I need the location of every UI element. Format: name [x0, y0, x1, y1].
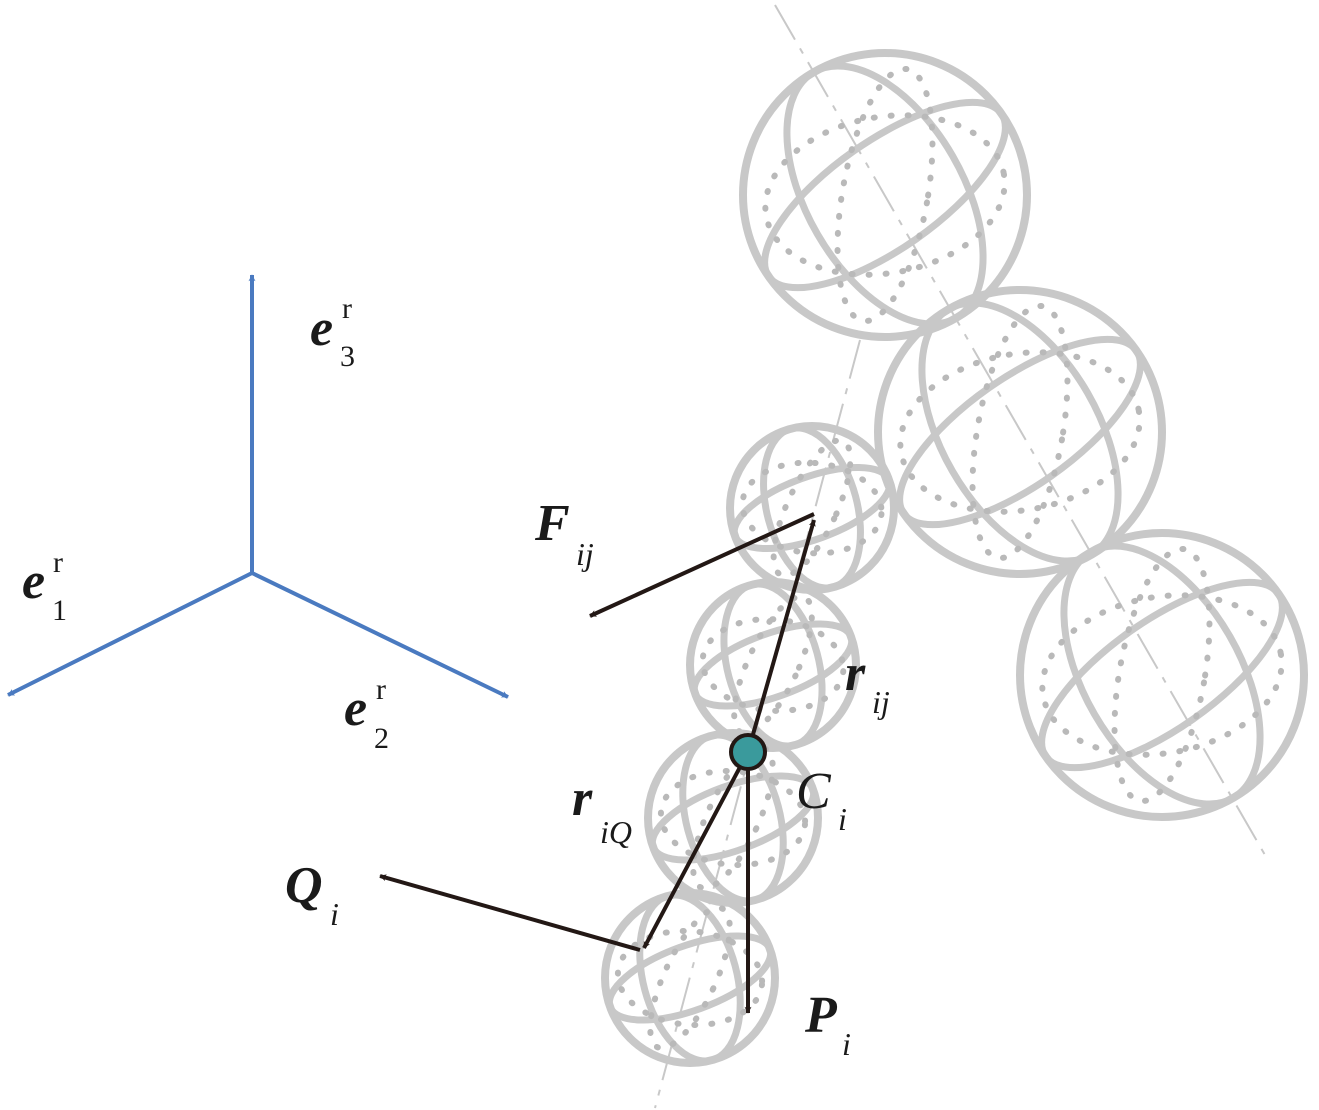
svg-text:e: e: [344, 680, 367, 737]
vector-F-ij-arrow: [589, 512, 815, 618]
svg-text:3: 3: [340, 340, 355, 373]
sphere-large-top: [739, 49, 1031, 341]
vector-Q-i-arrow: [379, 874, 641, 952]
svg-text:1: 1: [52, 594, 67, 627]
svg-text:ij: ij: [576, 536, 594, 572]
label-e1: e r 1: [22, 546, 67, 627]
svg-text:r: r: [572, 770, 593, 827]
svg-text:e: e: [310, 300, 333, 357]
vector-r-ij-arrow: [746, 519, 816, 753]
svg-text:F: F: [534, 495, 570, 552]
svg-text:2: 2: [374, 722, 389, 755]
sphere-small-4: [601, 889, 779, 1067]
axis-e1-arrow: [7, 571, 253, 697]
svg-text:iQ: iQ: [600, 814, 632, 850]
svg-text:i: i: [330, 896, 339, 932]
coordinate-axes: [7, 274, 509, 699]
label-F-ij: F ij: [534, 495, 594, 572]
svg-text:C: C: [796, 763, 832, 820]
svg-text:r: r: [342, 292, 352, 325]
svg-text:i: i: [838, 801, 847, 837]
center-line-right: [774, 4, 1266, 856]
svg-text:e: e: [22, 553, 45, 610]
label-C-i: C i: [796, 763, 847, 837]
centroid-point: [729, 733, 767, 771]
sphere-small-1: [726, 422, 898, 594]
svg-text:Q: Q: [285, 857, 323, 914]
sphere-small-3: [644, 729, 822, 907]
svg-text:r: r: [53, 546, 63, 579]
axis-e2-arrow: [251, 571, 509, 699]
svg-text:r: r: [845, 645, 866, 702]
label-e2: e r 2: [344, 673, 389, 755]
svg-text:i: i: [842, 1026, 851, 1062]
label-e3: e r 3: [310, 292, 355, 373]
label-P-i: P i: [804, 987, 851, 1062]
svg-text:r: r: [376, 673, 386, 706]
label-r-ij: r ij: [845, 645, 890, 720]
svg-text:ij: ij: [872, 684, 890, 720]
vectors: [379, 512, 816, 1014]
label-r-iQ: r iQ: [572, 770, 632, 850]
vector-r-iQ-arrow: [642, 751, 750, 949]
svg-text:P: P: [804, 987, 838, 1044]
label-Q-i: Q i: [285, 857, 339, 932]
sphere-cluster: [601, 49, 1308, 1067]
sphere-large-right: [1016, 529, 1308, 821]
